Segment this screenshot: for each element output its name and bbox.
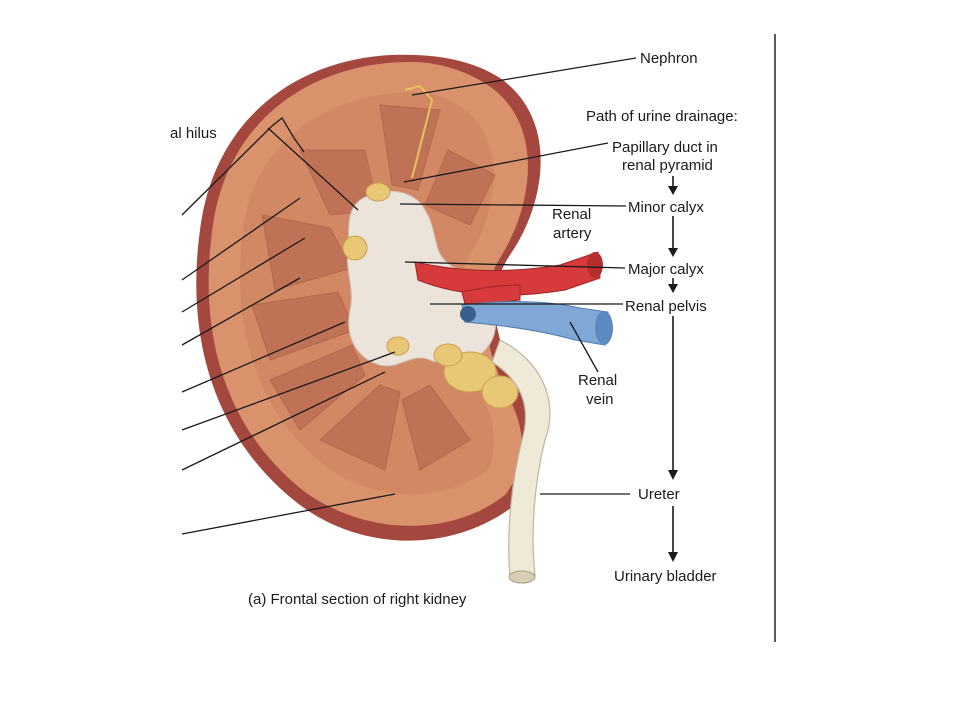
renal-hilus-label: al hilus — [170, 125, 217, 142]
renal-vein-vessel — [460, 301, 613, 346]
renal-artery-label-line1: Renal — [552, 206, 591, 223]
urinary-bladder-label: Urinary bladder — [614, 568, 717, 585]
left-leader-lines — [181, 117, 396, 535]
papillary-duct-label-line1: Papillary duct in — [612, 139, 718, 156]
papillary-duct-label-line2: renal pyramid — [622, 157, 713, 174]
ureter-label: Ureter — [638, 486, 680, 503]
renal-pyramids — [251, 104, 496, 471]
ureter-end — [508, 570, 536, 584]
renal-artery-label-line2: artery — [553, 225, 592, 242]
drainage-arrows — [668, 176, 678, 562]
path-title: Path of urine drainage: — [586, 108, 738, 125]
renal-vein-label-line2: vein — [586, 391, 614, 408]
nephron-label: Nephron — [640, 50, 698, 67]
minor-calyx-label: Minor calyx — [628, 199, 704, 216]
right-leader-lines — [399, 57, 637, 495]
major-calyx-label: Major calyx — [628, 261, 704, 278]
adipose-tissue — [342, 182, 519, 409]
renal-artery-vessel — [414, 251, 603, 309]
renal-vein-label-line1: Renal — [578, 372, 617, 389]
figure-caption: (a) Frontal section of right kidney — [248, 591, 467, 608]
renal-pelvis-label: Renal pelvis — [625, 298, 707, 315]
kidney-illustration — [196, 54, 613, 584]
ureter-tube — [491, 339, 551, 579]
